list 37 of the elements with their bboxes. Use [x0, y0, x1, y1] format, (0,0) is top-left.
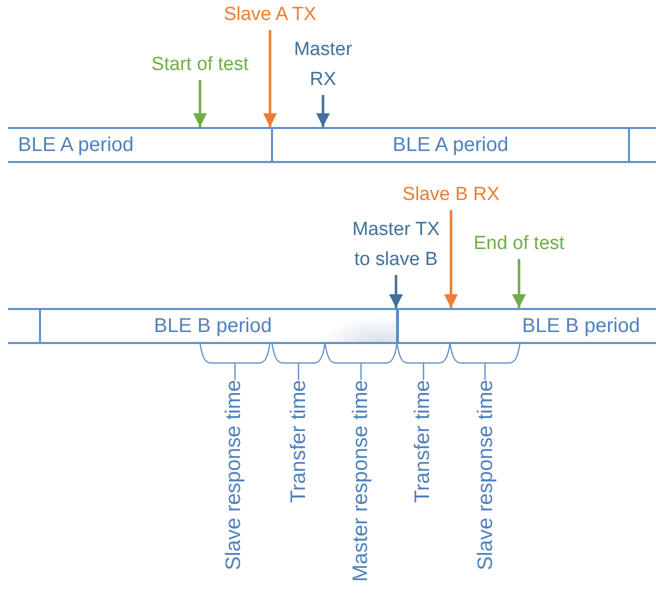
event-label: Slave B RX	[401, 183, 501, 207]
brace	[271, 343, 326, 364]
event-label: Start of test	[150, 53, 250, 77]
interval-label: Slave response time	[473, 380, 498, 570]
interval-label: Transfer time	[410, 380, 435, 503]
event-label: Master RX	[292, 38, 354, 92]
arrow	[263, 30, 277, 127]
interval-label: Transfer time	[286, 380, 311, 503]
period-segment	[8, 308, 41, 344]
period-segment	[397, 308, 656, 344]
brace	[324, 343, 398, 364]
interval-label: Master response time	[348, 380, 373, 582]
period-label: BLE A period	[18, 133, 134, 158]
period-segment	[271, 127, 630, 163]
interval-label: Slave response time	[221, 380, 246, 570]
arrow	[389, 275, 403, 308]
arrow	[444, 210, 458, 308]
event-label: Slave A TX	[222, 3, 318, 27]
arrow	[316, 95, 330, 127]
leader-line	[234, 363, 236, 380]
period-segment	[8, 127, 271, 163]
event-label: Master TX to slave B	[351, 218, 441, 272]
brace	[199, 343, 271, 364]
period-segment	[630, 127, 656, 163]
leader-line	[360, 363, 362, 380]
period-label: BLE B period	[154, 314, 272, 339]
leader-line	[298, 363, 300, 380]
leader-line	[422, 363, 424, 380]
arrow	[193, 80, 207, 127]
leader-line	[484, 363, 486, 380]
event-label: End of test	[472, 232, 566, 256]
brace	[449, 343, 521, 364]
arrow	[512, 259, 526, 308]
period-label: BLE B period	[522, 314, 640, 339]
period-segment	[40, 308, 398, 344]
period-label: BLE A period	[392, 133, 508, 158]
brace	[396, 343, 451, 364]
